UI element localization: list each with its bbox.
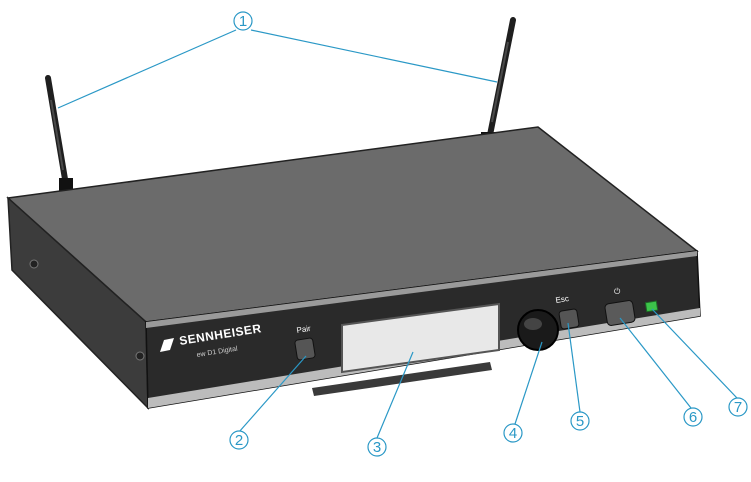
esc-button[interactable]: Esc xyxy=(555,294,580,330)
side-screw-icon xyxy=(29,259,39,269)
svg-text:5: 5 xyxy=(576,413,584,430)
jog-dial[interactable] xyxy=(517,309,559,351)
side-screw-icon xyxy=(135,351,145,361)
callout-4: 4 xyxy=(503,423,523,443)
callout-1: 1 xyxy=(233,11,253,31)
callout-3: 3 xyxy=(367,437,387,457)
pair-label: Pair xyxy=(296,324,312,335)
svg-text:6: 6 xyxy=(689,409,697,426)
svg-text:4: 4 xyxy=(509,425,517,442)
svg-text:1: 1 xyxy=(239,13,247,30)
callout-6: 6 xyxy=(683,407,703,427)
svg-text:7: 7 xyxy=(734,399,742,416)
right-antenna xyxy=(481,17,516,146)
left-antenna xyxy=(45,75,73,192)
svg-text:3: 3 xyxy=(373,439,381,456)
display xyxy=(341,302,500,374)
status-led xyxy=(644,300,659,313)
power-button[interactable]: ⏻ xyxy=(604,287,636,326)
svg-text:2: 2 xyxy=(235,432,243,449)
pair-button[interactable]: Pair xyxy=(294,324,316,361)
callout-7: 7 xyxy=(728,397,748,417)
esc-label: Esc xyxy=(555,294,570,305)
callout-5: 5 xyxy=(570,411,590,431)
callout-2: 2 xyxy=(229,430,249,450)
callout-lines xyxy=(57,29,738,439)
power-icon: ⏻ xyxy=(614,287,621,296)
